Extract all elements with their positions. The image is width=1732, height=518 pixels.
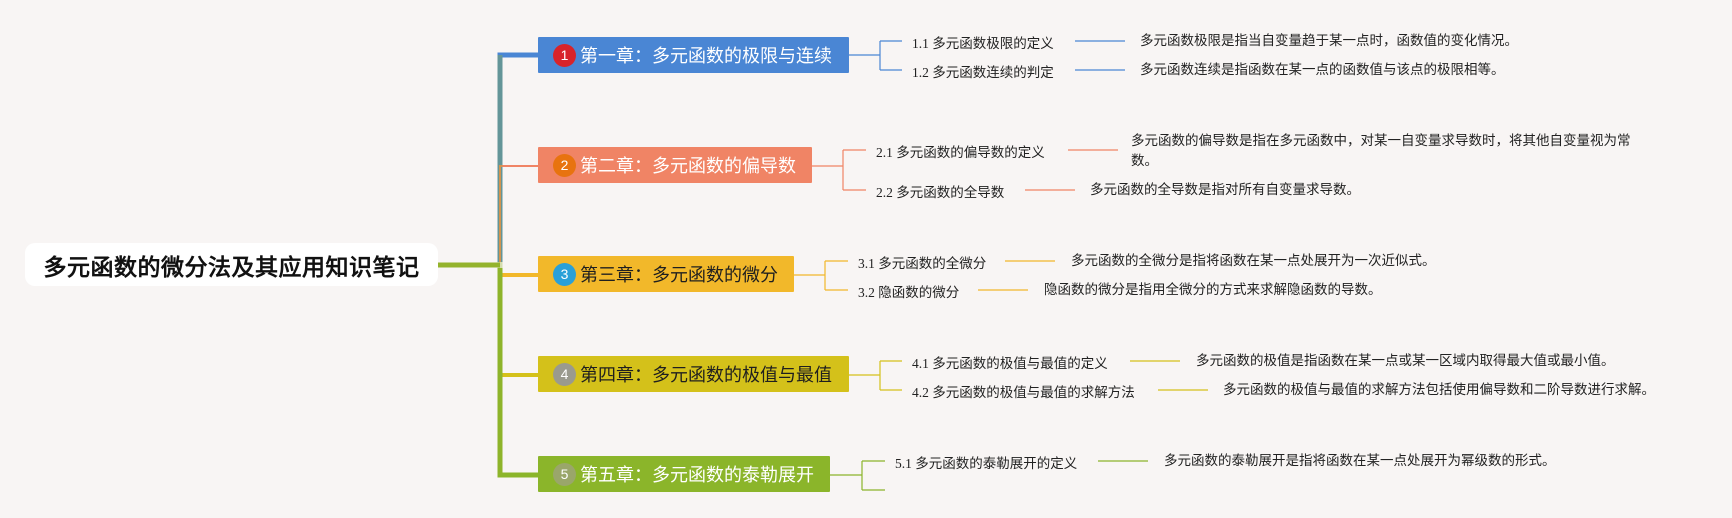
section-3-2-title[interactable]: 3.2 隐函数的微分 (858, 285, 960, 300)
section-4-1-desc[interactable]: 多元函数的极值是指函数在某一点或某一区域内取得最大值或最小值。 (1196, 353, 1615, 368)
chapter-1-label: 第一章：多元函数的极限与连续 (580, 46, 832, 67)
section-1-2-title[interactable]: 1.2 多元函数连续的判定 (912, 65, 1054, 80)
chapter-5[interactable]: 5 第五章：多元函数的泰勒展开 (538, 456, 830, 492)
section-3-1-title[interactable]: 3.1 多元函数的全微分 (858, 256, 987, 271)
badge-5-icon: 5 (553, 462, 576, 486)
badge-1-icon: 1 (553, 43, 576, 67)
root-title: 多元函数的微分法及其应用知识笔记 (43, 254, 420, 281)
branch-ch4 (848, 360, 902, 391)
chapter-1[interactable]: 1 第一章：多元函数的极限与连续 (538, 37, 849, 73)
section-2-2-desc[interactable]: 多元函数的全导数是指对所有自变量求导数。 (1090, 182, 1360, 197)
section-1-1-desc[interactable]: 多元函数极限是指当自变量趋于某一点时，函数值的变化情况。 (1140, 33, 1518, 48)
chapter-2-label: 第二章：多元函数的偏导数 (580, 156, 796, 177)
section-1-1-title[interactable]: 1.1 多元函数极限的定义 (912, 36, 1054, 51)
chapter-4-label: 第四章：多元函数的极值与最值 (580, 365, 832, 386)
section-5-1-title[interactable]: 5.1 多元函数的泰勒展开的定义 (895, 456, 1078, 471)
branch-ch3 (793, 260, 848, 291)
section-5-1-desc[interactable]: 多元函数的泰勒展开是指将函数在某一点处展开为幂级数的形式。 (1164, 453, 1556, 468)
badge-2-icon: 2 (553, 153, 576, 177)
trunk-ch3 (498, 268, 540, 277)
section-4-2-desc[interactable]: 多元函数的极值与最值的求解方法包括使用偏导数和二阶导数进行求解。 (1223, 382, 1655, 397)
branch-ch5 (830, 460, 885, 491)
section-3-1-desc[interactable]: 多元函数的全微分是指将函数在某一点处展开为一次近似式。 (1071, 253, 1436, 268)
chapter-3[interactable]: 3 第三章：多元函数的微分 (538, 256, 794, 292)
trunk-ch4 (498, 268, 540, 377)
trunk-ch2 (499, 165, 540, 262)
chapter-3-label: 第三章：多元函数的微分 (580, 265, 778, 286)
root-topic[interactable]: 多元函数的微分法及其应用知识笔记 (25, 243, 438, 286)
badge-3-icon: 3 (553, 262, 576, 286)
chapter-5-label: 第五章：多元函数的泰勒展开 (580, 465, 814, 486)
section-2-1-title[interactable]: 2.1 多元函数的偏导数的定义 (876, 145, 1045, 160)
branch-ch1 (848, 40, 902, 71)
section-3-2-desc[interactable]: 隐函数的微分是指用全微分的方式来求解隐函数的导数。 (1044, 282, 1382, 297)
badge-4-icon: 4 (553, 362, 576, 386)
chapter-2[interactable]: 2 第二章：多元函数的偏导数 (538, 147, 812, 183)
trunk-ch1 (497, 52, 540, 262)
section-2-1-desc[interactable]: 多元函数的偏导数是指在多元函数中，对某一自变量求导数时，将其他自变量视为常数。 (1131, 133, 1631, 168)
section-1-2-desc[interactable]: 多元函数连续是指函数在某一点的函数值与该点的极限相等。 (1140, 62, 1505, 77)
chapter-4[interactable]: 4 第四章：多元函数的极值与最值 (538, 356, 849, 392)
section-4-1-title[interactable]: 4.1 多元函数的极值与最值的定义 (912, 356, 1108, 371)
section-2-2-title[interactable]: 2.2 多元函数的全导数 (876, 185, 1005, 200)
branch-ch2 (812, 149, 866, 191)
trunk-ch5 (497, 268, 540, 478)
section-4-2-title[interactable]: 4.2 多元函数的极值与最值的求解方法 (912, 385, 1135, 400)
